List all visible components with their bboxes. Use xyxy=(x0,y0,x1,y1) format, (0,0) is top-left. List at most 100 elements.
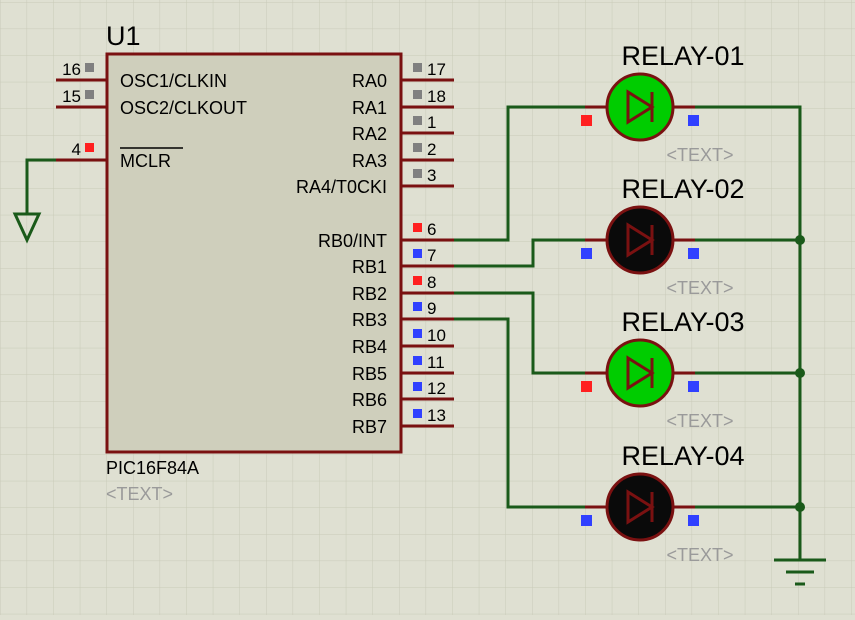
pin-state-indicator xyxy=(413,143,422,152)
pin-number: 11 xyxy=(427,353,445,372)
chip-right-pins: 17RA018RA11RA22RA33RA4/T0CKI6RB0/INT7RB1… xyxy=(296,60,454,437)
cathode-state-indicator xyxy=(688,248,699,259)
cathode-state-indicator xyxy=(688,115,699,126)
pin-name: RB4 xyxy=(352,337,387,357)
relay-text-placeholder: <TEXT> xyxy=(666,278,733,298)
pin-state-indicator xyxy=(85,63,94,72)
pin-name: RA1 xyxy=(352,98,387,118)
pin-number: 12 xyxy=(427,379,446,398)
junction-dots xyxy=(795,235,805,512)
anode-state-indicator xyxy=(581,381,592,392)
cathode-state-indicator xyxy=(688,515,699,526)
pin-state-indicator xyxy=(413,169,422,178)
pin-name: RB7 xyxy=(352,417,387,437)
relay-group: RELAY-01<TEXT>RELAY-02<TEXT>RELAY-03<TEX… xyxy=(581,41,745,565)
pin-state-indicator xyxy=(413,116,422,125)
pin-state-indicator xyxy=(413,223,422,232)
junction-dot xyxy=(795,502,805,512)
pin-state-indicator xyxy=(413,329,422,338)
anode-state-indicator xyxy=(581,248,592,259)
relay-01[interactable]: RELAY-01<TEXT> xyxy=(581,41,745,165)
diode-triangle-icon xyxy=(626,89,655,125)
pin-number: 15 xyxy=(62,87,81,106)
pin-name: OSC2/CLKOUT xyxy=(120,98,247,118)
cathode-state-indicator xyxy=(688,381,699,392)
pin-number: 2 xyxy=(427,140,436,159)
pin-name: RB1 xyxy=(352,257,387,277)
wire-rb2-relay03 xyxy=(454,291,585,375)
pin-state-indicator xyxy=(413,356,422,365)
mclr-ground-symbol xyxy=(12,158,56,244)
junction-dot xyxy=(795,368,805,378)
relay-name-label: RELAY-01 xyxy=(621,41,744,71)
pin-number: 4 xyxy=(72,140,81,159)
pic16f84a-body[interactable] xyxy=(105,52,403,454)
pin-number: 1 xyxy=(427,113,436,132)
pin-name: RA4/T0CKI xyxy=(296,177,387,197)
chip-text-placeholder: <TEXT> xyxy=(106,484,173,504)
anode-state-indicator xyxy=(581,115,592,126)
pin-state-indicator xyxy=(85,90,94,99)
anode-state-indicator xyxy=(581,515,592,526)
pin-state-indicator xyxy=(413,382,422,391)
pin-number: 18 xyxy=(427,87,446,106)
pin-name: RA2 xyxy=(352,124,387,144)
relay-text-placeholder: <TEXT> xyxy=(666,545,733,565)
relay-name-label: RELAY-02 xyxy=(621,174,744,204)
wires xyxy=(454,105,802,560)
pin-number: 13 xyxy=(427,406,446,425)
chip-ref-label: U1 xyxy=(106,21,141,51)
pin-number: 7 xyxy=(427,246,436,265)
pin-name: RB0/INT xyxy=(318,231,387,251)
wire-rb3-relay04 xyxy=(454,317,585,509)
relay-name-label: RELAY-03 xyxy=(621,307,744,337)
pin-state-indicator xyxy=(413,302,422,311)
wire-rb1-relay02 xyxy=(454,238,585,268)
pin-name: RA0 xyxy=(352,71,387,91)
relay-03[interactable]: RELAY-03 <TEXT> xyxy=(581,307,745,431)
relay-04[interactable]: RELAY-04 <TEXT> xyxy=(581,441,745,565)
pin-state-indicator xyxy=(413,276,422,285)
pin-name: OSC1/CLKIN xyxy=(120,71,227,91)
chip-part-label: PIC16F84A xyxy=(106,458,199,478)
wire-rb0-relay01 xyxy=(454,105,585,242)
pin-name: RB3 xyxy=(352,310,387,330)
pin-name: RB6 xyxy=(352,390,387,410)
pin-name: MCLR xyxy=(120,151,171,171)
pin-state-indicator xyxy=(85,143,94,152)
pin-state-indicator xyxy=(413,409,422,418)
pin-name: RA3 xyxy=(352,151,387,171)
pin-state-indicator xyxy=(413,249,422,258)
relay-02[interactable]: RELAY-02 <TEXT> xyxy=(581,174,745,298)
diode-triangle-icon xyxy=(626,222,655,258)
relay-name-label: RELAY-04 xyxy=(621,441,744,471)
common-ground-symbol xyxy=(774,558,826,586)
diode-triangle-icon xyxy=(626,355,655,391)
pin-number: 10 xyxy=(427,326,446,345)
pin-number: 8 xyxy=(427,273,436,292)
pin-number: 17 xyxy=(427,60,446,79)
pin-state-indicator xyxy=(413,63,422,72)
relay-text-placeholder: <TEXT> xyxy=(666,411,733,431)
diode-triangle-icon xyxy=(626,489,655,525)
pin-number: 9 xyxy=(427,299,436,318)
